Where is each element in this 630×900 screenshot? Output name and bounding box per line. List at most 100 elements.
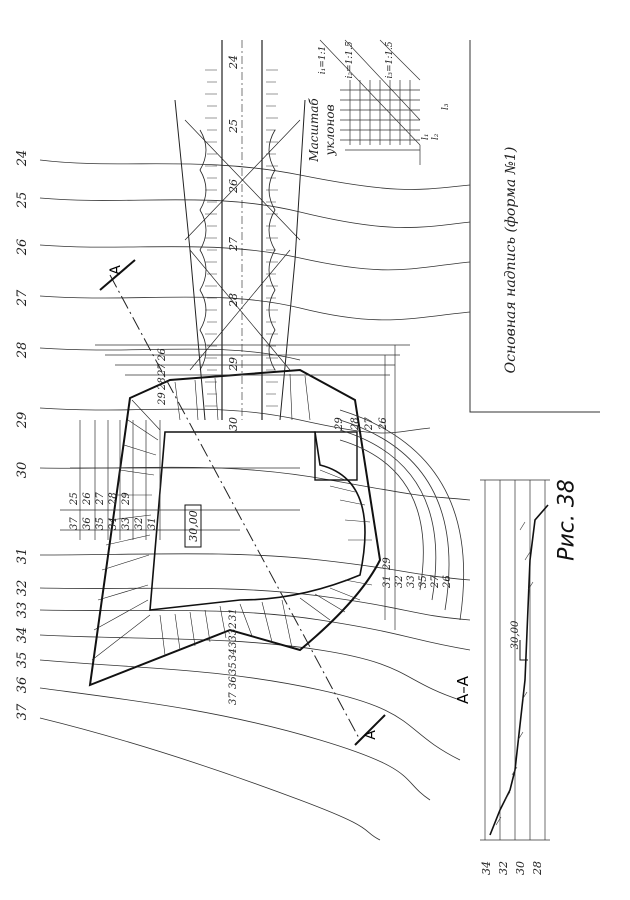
- contour-line: [39, 587, 471, 621]
- level-guide-lines: [60, 344, 410, 630]
- bottom-level-label: 31: [228, 608, 239, 621]
- contour-line: [39, 244, 471, 271]
- corner-level-label: 29: [157, 392, 168, 406]
- platform: [88, 368, 382, 687]
- curve-level-labels: 29 31 32 33 35 27 26: [382, 557, 453, 589]
- fill-arcs: [339, 409, 465, 621]
- curve-level-label: 26: [442, 575, 453, 589]
- station-label: 26: [227, 179, 240, 194]
- corner-level-label: 27: [364, 417, 375, 431]
- contour-line: [39, 295, 471, 321]
- fill-level-label: 27: [95, 492, 106, 506]
- slope-dim-3: l₃: [441, 103, 451, 110]
- contour-label: 25: [15, 192, 30, 210]
- slope-scale-label-1: Масштаб: [307, 98, 321, 163]
- cut-level-label: 36: [82, 517, 93, 530]
- platform-elevation-label: 30,00: [187, 510, 200, 542]
- contour-line: [39, 197, 471, 228]
- section-cut-line: A A: [99, 259, 386, 746]
- section-level-label: 32: [497, 861, 510, 875]
- section-level-label: 30: [514, 861, 527, 875]
- curve-level-label: 29: [382, 557, 393, 571]
- station-label: 29: [227, 357, 240, 372]
- curve-level-label: 35: [418, 575, 429, 588]
- terrain-contours: [39, 159, 471, 841]
- cut-level-label: 32: [134, 517, 145, 530]
- title-block-label: Основная надпись (форма №1): [503, 147, 519, 374]
- bottom-cut-level-labels: 37 36 35 34 33 32 31: [228, 608, 239, 705]
- contour-label: 26: [15, 239, 30, 257]
- contour-line: [39, 553, 471, 581]
- contour-label: 28: [15, 342, 30, 360]
- section-mark-top: A: [108, 265, 124, 275]
- slope-ratio-1: i₁=1:1: [318, 46, 328, 75]
- section-elevation: 30,00: [510, 620, 521, 649]
- section-mark-bottom: A: [363, 730, 379, 740]
- fill-level-label: 29: [121, 492, 132, 506]
- road-station-labels: 24 25 26 27 28 29 30: [227, 55, 240, 431]
- corner-level-label: 28: [157, 377, 168, 391]
- station-label: 25: [227, 119, 240, 134]
- figure-caption: Рис. 38: [554, 479, 580, 561]
- contour-labels: 24 25 26 27 28 29 30 31 32 33 34 35 36 3…: [15, 150, 30, 721]
- cut-level-label: 35: [95, 517, 106, 530]
- curve-level-label: 27: [430, 575, 441, 589]
- contour-line: [39, 717, 381, 841]
- station-label: 27: [227, 237, 240, 252]
- curve-level-label: 33: [406, 575, 417, 588]
- section-level-labels: 34 32 30 28: [480, 861, 544, 876]
- road-slope-hatching: [205, 69, 278, 407]
- slope-dim-1: l₁: [421, 134, 431, 141]
- slope-ratio-2: i₂=1:1.5: [345, 41, 355, 78]
- slope-dim-2: l₂: [431, 133, 441, 140]
- contour-label: 37: [15, 703, 30, 720]
- corner-level-label: 29: [334, 417, 345, 431]
- corner-level-label: 28: [350, 417, 361, 431]
- contour-line: [39, 347, 301, 361]
- contour-line: [39, 609, 471, 651]
- section-level-label: 34: [480, 861, 493, 875]
- road: [174, 40, 306, 421]
- station-label: 30: [227, 417, 240, 431]
- contour-line: [39, 159, 471, 190]
- section-level-label: 28: [531, 861, 544, 876]
- cut-level-labels: 37 36 35 34 33 32 31 25 26 27 28 29: [69, 492, 158, 530]
- bottom-level-label: 34: [228, 648, 239, 661]
- section-view: 30,00 А–А 34 32 30 28: [454, 479, 550, 876]
- fill-level-label: 26: [82, 492, 93, 506]
- corner-level-label: 26: [378, 417, 389, 431]
- fill-level-label: 28: [108, 492, 119, 506]
- corner-level-labels: 29 28 27 26 29 28 27 26: [157, 348, 389, 431]
- contour-label: 33: [15, 602, 30, 619]
- platform-elevation: 30,00: [184, 504, 202, 548]
- curve-level-label: 31: [382, 575, 393, 588]
- bottom-level-label: 36: [228, 676, 239, 689]
- station-label: 28: [227, 293, 240, 308]
- slope-ratio-3: i₃=1:1.5: [385, 41, 395, 78]
- bottom-level-label: 35: [228, 662, 239, 675]
- contour-label: 30: [15, 462, 30, 479]
- contour-line: [39, 659, 461, 761]
- station-label: 24: [227, 55, 240, 70]
- contour-line: [39, 634, 461, 701]
- bottom-level-label: 37: [228, 692, 239, 705]
- corner-level-label: 26: [157, 348, 168, 362]
- curve-level-label: 32: [394, 575, 405, 588]
- contour-label: 35: [15, 652, 30, 669]
- contour-label: 31: [15, 548, 30, 565]
- slope-scale-label-2: уклонов: [323, 104, 337, 156]
- corner-level-label: 27: [157, 363, 168, 377]
- platform-slope-hatching: [91, 373, 373, 661]
- contour-label: 34: [15, 627, 30, 644]
- section-title: А–А: [454, 675, 472, 704]
- cut-level-label: 34: [108, 517, 119, 530]
- cut-level-label: 31: [147, 517, 158, 530]
- contour-line: [39, 687, 431, 801]
- title-block: Основная надпись (форма №1): [469, 40, 600, 413]
- contour-label: 29: [15, 412, 30, 430]
- bottom-level-label: 33: [228, 635, 239, 648]
- slope-scale: Масштаб уклонов i₁=1:1 i₂=1:1.5 i₃=1:1.5…: [307, 39, 451, 165]
- contour-label: 36: [15, 677, 30, 694]
